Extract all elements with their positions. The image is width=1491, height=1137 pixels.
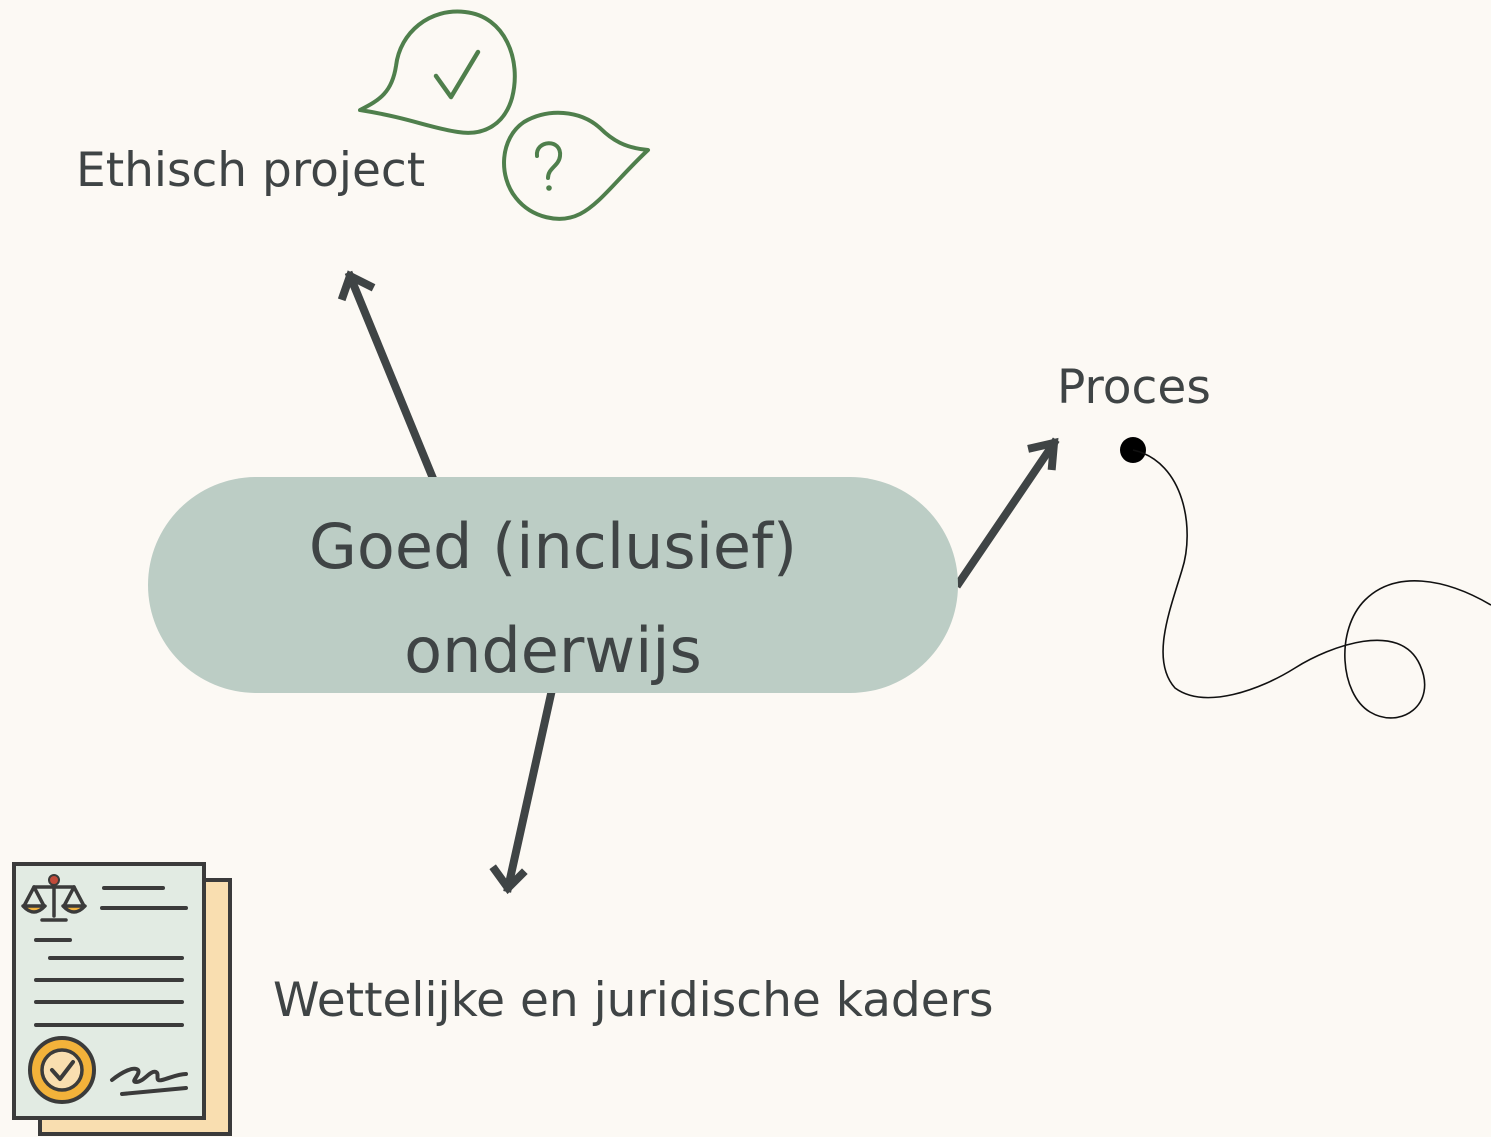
process-curve bbox=[1132, 449, 1491, 719]
center-node-line-1: Goed (inclusief) bbox=[308, 510, 798, 583]
question-mark-icon bbox=[535, 141, 562, 180]
center-node-text: Goed (inclusief) onderwijs bbox=[148, 495, 958, 703]
doc-text-lines bbox=[34, 886, 188, 1027]
center-node-line-2: onderwijs bbox=[404, 614, 702, 687]
scales-icon bbox=[21, 880, 87, 922]
signature-icon bbox=[110, 1066, 188, 1096]
scales-pivot bbox=[48, 874, 60, 886]
seal-inner bbox=[40, 1048, 84, 1092]
check-mark-icon bbox=[433, 49, 481, 100]
seal-check-icon bbox=[50, 1060, 75, 1081]
arrowhead-proces bbox=[1027, 437, 1059, 471]
branch-label-ethisch-project: Ethisch project bbox=[76, 143, 426, 198]
arrowhead-ethisch bbox=[337, 270, 376, 302]
arrow-to-ethisch bbox=[344, 270, 438, 482]
arrow-to-wettelijk bbox=[503, 689, 556, 893]
branch-label-proces: Proces bbox=[1057, 360, 1211, 415]
center-node: Goed (inclusief) onderwijs bbox=[148, 477, 958, 693]
bubble-check-outline bbox=[358, 9, 517, 135]
arrowhead-wettelijk bbox=[489, 864, 528, 895]
question-mark-dot bbox=[546, 185, 552, 191]
bubble-question-outline bbox=[502, 110, 650, 221]
arrow-to-proces bbox=[953, 437, 1060, 589]
branch-label-wettelijke-kaders: Wettelijke en juridische kaders bbox=[273, 973, 994, 1028]
